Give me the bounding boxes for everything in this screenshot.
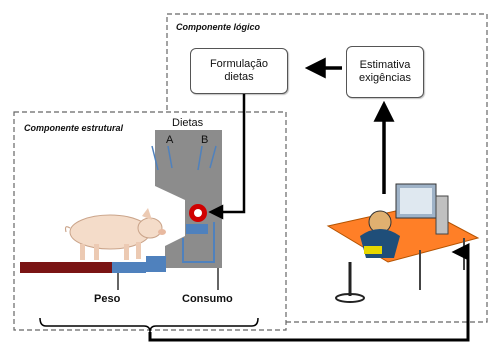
requirements-estimate-line1: Estimativa (359, 59, 411, 71)
diet-formulation-line1: Formulação (209, 58, 269, 70)
computer-workstation-icon (326, 183, 480, 303)
diet-a-label: A (166, 134, 174, 146)
consumption-label: Consumo (182, 293, 233, 305)
diet-b-label: B (201, 134, 209, 146)
requirements-estimate-line2: exigências (359, 72, 411, 84)
scale-icon (20, 256, 219, 290)
weight-label: Peso (94, 293, 121, 305)
logical-component-title: Componente lógico (176, 22, 260, 32)
sensor-icon (186, 204, 208, 234)
structural-component-title: Componente estrutural (24, 123, 124, 133)
requirements-estimate-box: Estimativa exigências (346, 46, 424, 98)
arrow-formulation-to-sensor (208, 92, 246, 220)
diet-formulation-box: Formulação dietas (190, 48, 288, 94)
pig-icon (64, 208, 166, 260)
arrow-data-to-computer (148, 243, 470, 342)
logical-component-frame (166, 13, 488, 323)
diets-label: Dietas (172, 117, 204, 129)
diet-formulation-line2: dietas (224, 71, 254, 83)
